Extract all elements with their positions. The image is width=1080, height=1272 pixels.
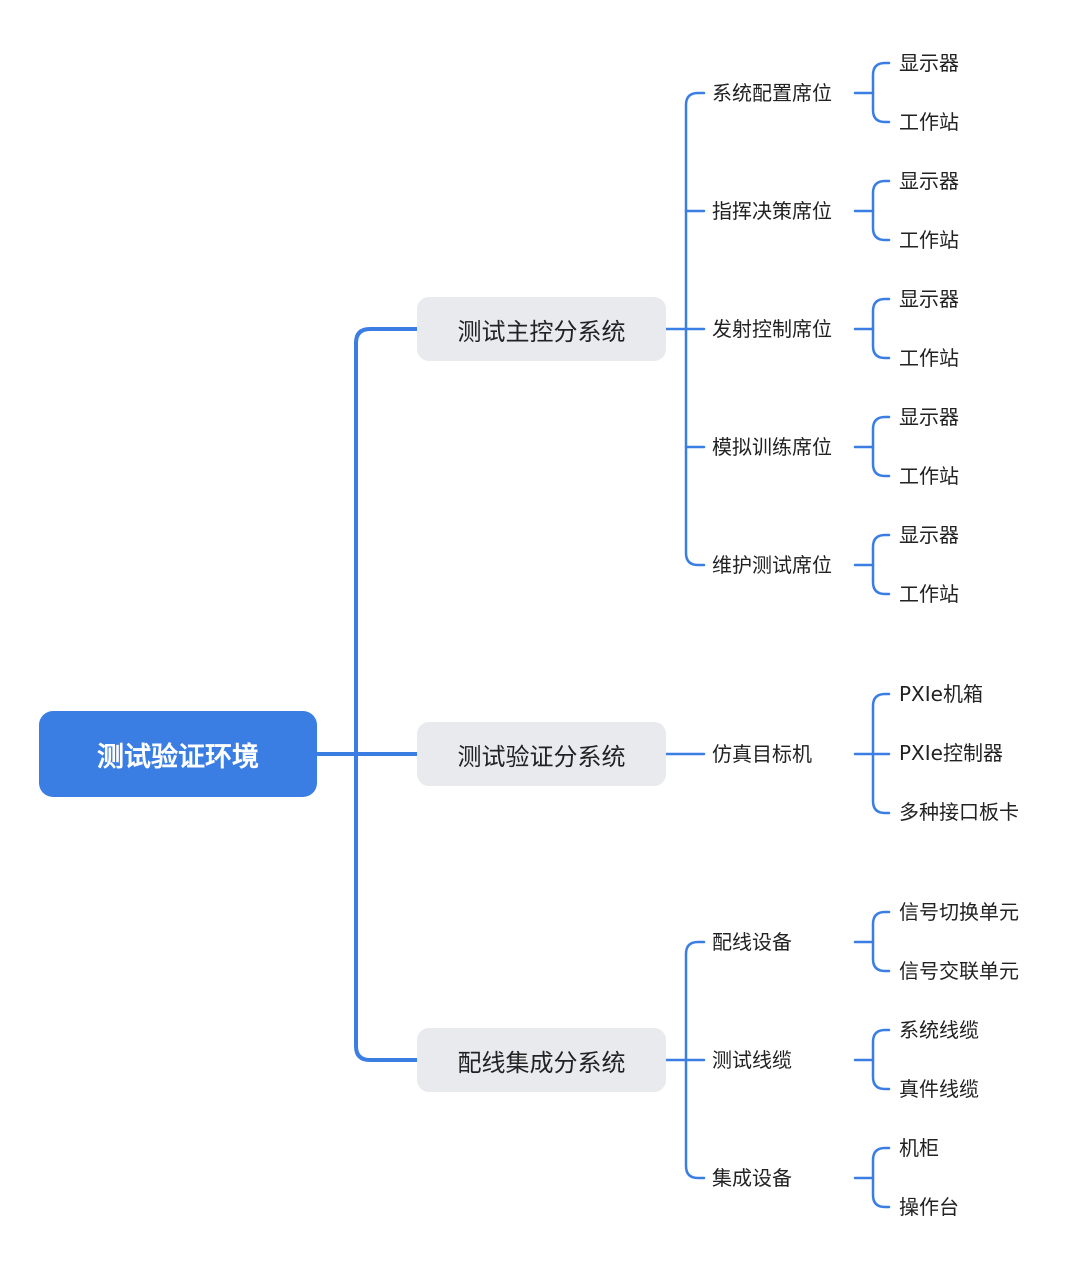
leaf-node[interactable]: 真件线缆 xyxy=(899,1077,979,1101)
leaf-node[interactable]: 显示器 xyxy=(899,287,959,311)
subnode[interactable]: 仿真目标机 xyxy=(712,742,812,766)
branch-node[interactable]: 配线集成分系统 xyxy=(417,1028,666,1092)
leaf-node[interactable]: 显示器 xyxy=(899,51,959,75)
leaf-node[interactable]: 系统线缆 xyxy=(899,1018,979,1042)
leaf-node[interactable]: 显示器 xyxy=(899,405,959,429)
leaf-node[interactable]: 操作台 xyxy=(899,1195,959,1219)
branch-node[interactable]: 测试验证分系统 xyxy=(417,722,666,786)
subnode[interactable]: 模拟训练席位 xyxy=(712,435,832,459)
subnode[interactable]: 维护测试席位 xyxy=(712,553,832,577)
leaf-node[interactable]: 信号交联单元 xyxy=(899,959,1019,983)
subnode[interactable]: 集成设备 xyxy=(712,1166,792,1190)
subnode[interactable]: 配线设备 xyxy=(712,930,792,954)
leaf-node[interactable]: PXIe控制器 xyxy=(899,741,1003,765)
leaf-node[interactable]: 机柜 xyxy=(899,1136,939,1160)
subnode[interactable]: 测试线缆 xyxy=(712,1048,792,1072)
leaf-node[interactable]: 多种接口板卡 xyxy=(899,800,1019,824)
leaf-node[interactable]: 工作站 xyxy=(899,582,959,606)
leaf-node[interactable]: PXIe机箱 xyxy=(899,682,983,706)
leaf-node[interactable]: 工作站 xyxy=(899,110,959,134)
subnode[interactable]: 系统配置席位 xyxy=(712,81,832,105)
subnode[interactable]: 发射控制席位 xyxy=(712,317,832,341)
subnode[interactable]: 指挥决策席位 xyxy=(712,199,832,223)
leaf-node[interactable]: 显示器 xyxy=(899,523,959,547)
root-node[interactable]: 测试验证环境 xyxy=(39,711,317,797)
leaf-node[interactable]: 工作站 xyxy=(899,346,959,370)
leaf-node[interactable]: 信号切换单元 xyxy=(899,900,1019,924)
leaf-node[interactable]: 工作站 xyxy=(899,464,959,488)
leaf-node[interactable]: 工作站 xyxy=(899,228,959,252)
branch-node[interactable]: 测试主控分系统 xyxy=(417,297,666,361)
leaf-node[interactable]: 显示器 xyxy=(899,169,959,193)
